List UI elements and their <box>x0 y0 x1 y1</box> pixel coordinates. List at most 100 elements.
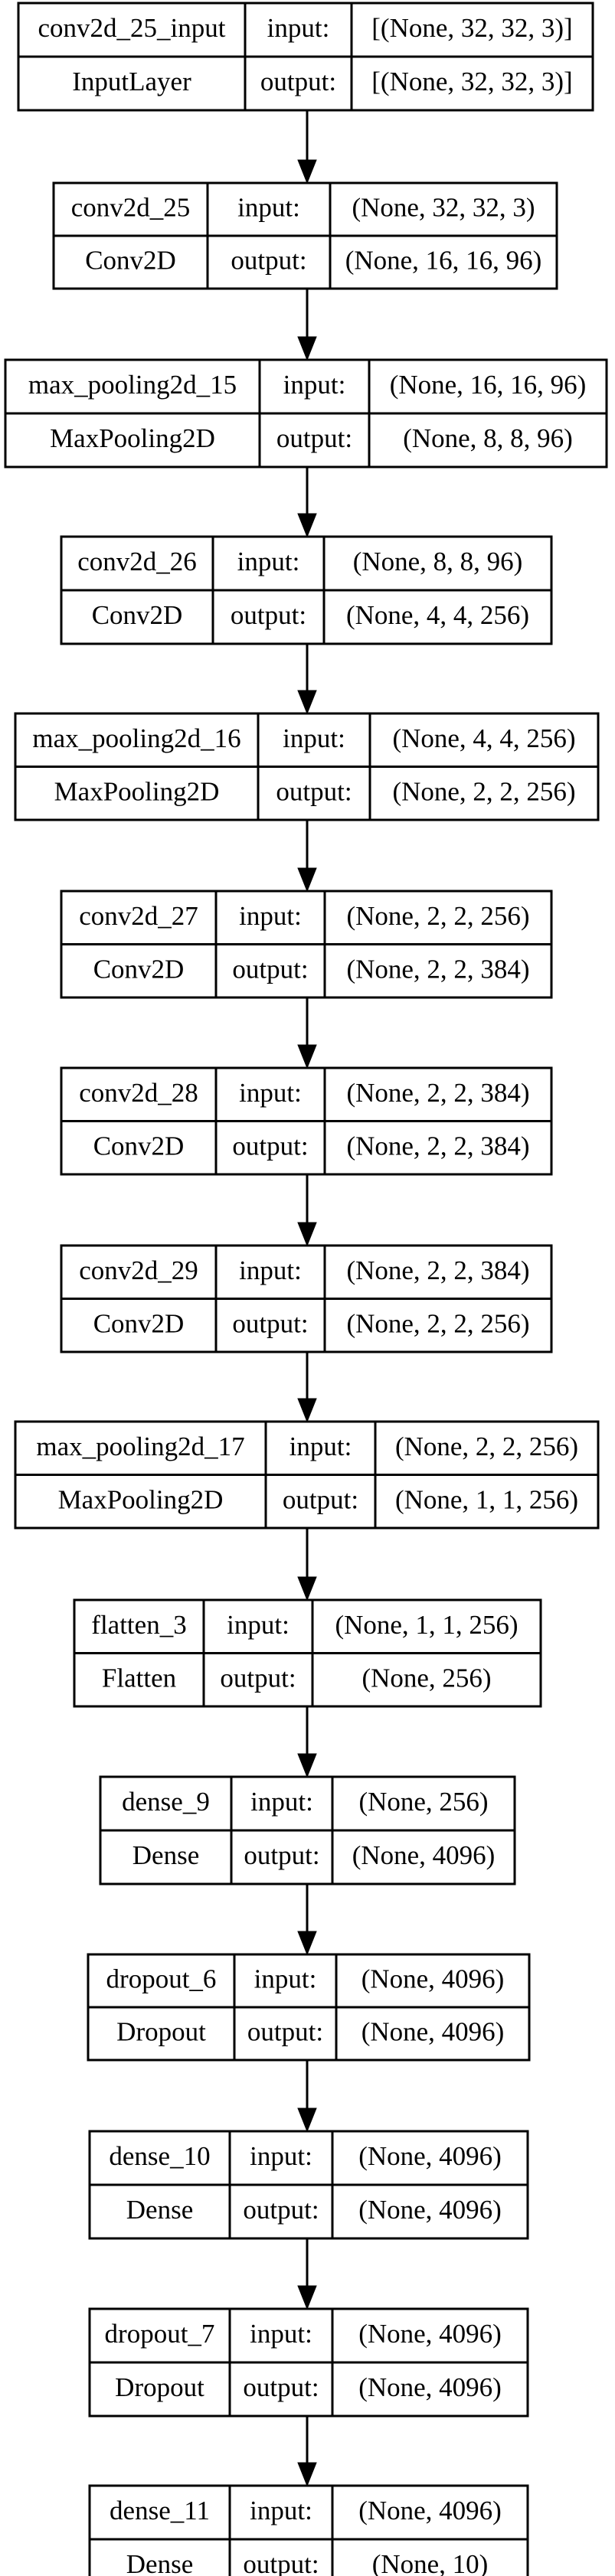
output-shape: (None, 4096) <box>358 2195 502 2225</box>
edge-arrow <box>297 820 317 893</box>
edge-arrow <box>297 467 317 538</box>
arrowhead-icon <box>297 336 317 361</box>
output-shape: (None, 4, 4, 256) <box>346 600 529 630</box>
edge-arrow <box>297 2238 317 2310</box>
output-shape: (None, 10) <box>372 2549 489 2576</box>
layer-type: Dropout <box>116 2017 206 2047</box>
input-label: input: <box>283 370 346 400</box>
edge-arrow <box>297 1528 317 1601</box>
layer-node: max_pooling2d_15MaxPooling2Dinput:output… <box>4 358 608 469</box>
layer-type: Conv2D <box>85 246 176 276</box>
layer-type: Dropout <box>115 2372 204 2402</box>
arrowhead-icon <box>297 513 317 538</box>
input-shape: (None, 4, 4, 256) <box>392 723 575 753</box>
output-shape: (None, 8, 8, 96) <box>403 423 573 453</box>
input-label: input: <box>250 2496 312 2525</box>
layer-type: Conv2D <box>93 1131 185 1161</box>
input-label: input: <box>254 1964 317 1994</box>
input-label: input: <box>283 723 345 753</box>
input-shape: (None, 2, 2, 384) <box>346 1078 529 1108</box>
output-label: output: <box>232 1131 308 1161</box>
output-label: output: <box>283 1484 358 1514</box>
input-shape: (None, 16, 16, 96) <box>390 370 587 400</box>
layer-name: conv2d_26 <box>77 547 197 576</box>
edge-arrow <box>297 2416 317 2487</box>
input-label: input: <box>237 193 300 223</box>
input-shape: [(None, 32, 32, 3)] <box>371 13 572 43</box>
input-shape: (None, 8, 8, 96) <box>353 547 523 576</box>
output-shape: [(None, 32, 32, 3)] <box>371 67 572 96</box>
arrowhead-icon <box>297 1398 317 1423</box>
arrowhead-icon <box>297 867 317 893</box>
arrowhead-icon <box>297 2285 317 2310</box>
layer-node: max_pooling2d_17MaxPooling2Dinput:output… <box>14 1420 600 1530</box>
output-shape: (None, 4096) <box>358 2372 502 2402</box>
edge-arrow <box>297 997 317 1069</box>
output-shape: (None, 2, 2, 384) <box>346 954 529 984</box>
input-label: input: <box>239 1078 302 1108</box>
edge-arrow <box>297 1174 317 1247</box>
output-label: output: <box>232 1308 308 1338</box>
input-shape: (None, 2, 2, 256) <box>395 1432 578 1461</box>
edge-arrow <box>297 1352 317 1423</box>
layer-type: Dense <box>132 1840 199 1870</box>
layer-box <box>88 2484 529 2576</box>
input-shape: (None, 4096) <box>358 2141 502 2171</box>
output-label: output: <box>231 600 306 630</box>
output-shape: (None, 16, 16, 96) <box>345 246 542 276</box>
layer-type: InputLayer <box>72 67 191 96</box>
arrowhead-icon <box>297 690 317 715</box>
layer-type: Flatten <box>102 1663 176 1693</box>
layer-name: max_pooling2d_15 <box>28 370 237 400</box>
layer-name: conv2d_25 <box>71 193 191 223</box>
layer-name: dense_10 <box>109 2141 210 2171</box>
layer-type: MaxPooling2D <box>58 1484 224 1514</box>
input-shape: (None, 32, 32, 3) <box>352 193 535 223</box>
edge-arrow <box>297 2060 317 2133</box>
output-label: output: <box>244 1840 319 1870</box>
output-label: output: <box>243 2549 319 2576</box>
input-label: input: <box>227 1610 290 1640</box>
layer-type: Dense <box>126 2549 193 2576</box>
layer-name: conv2d_25_input <box>38 13 226 43</box>
output-shape: (None, 4096) <box>352 1840 496 1870</box>
output-label: output: <box>231 246 306 276</box>
input-label: input: <box>250 2319 312 2349</box>
output-label: output: <box>247 2017 323 2047</box>
input-shape: (None, 2, 2, 384) <box>346 1255 529 1285</box>
edge-arrow <box>297 1884 317 1956</box>
arrowhead-icon <box>297 1044 317 1069</box>
output-shape: (None, 1, 1, 256) <box>395 1484 578 1514</box>
edge-arrow <box>297 644 317 715</box>
input-label: input: <box>239 1255 302 1285</box>
edge-arrow <box>297 1706 317 1778</box>
layer-node: max_pooling2d_16MaxPooling2Dinput:output… <box>14 712 600 821</box>
layer-type: Conv2D <box>93 1308 185 1338</box>
layer-node: conv2d_25_inputInputLayerinput:output:[(… <box>17 2 594 112</box>
layer-type: Conv2D <box>92 600 183 630</box>
layer-name: conv2d_27 <box>79 901 198 931</box>
arrowhead-icon <box>297 1931 317 1956</box>
input-label: input: <box>239 901 302 931</box>
input-shape: (None, 4096) <box>358 2319 502 2349</box>
layer-name: conv2d_29 <box>79 1255 198 1285</box>
arrowhead-icon <box>297 2107 317 2133</box>
output-label: output: <box>276 423 352 453</box>
input-label: input: <box>267 13 330 43</box>
output-label: output: <box>243 2372 319 2402</box>
layer-type: Conv2D <box>93 954 185 984</box>
layer-name: dense_11 <box>110 2496 210 2525</box>
layer-name: max_pooling2d_16 <box>32 723 240 753</box>
input-shape: (None, 4096) <box>361 1964 505 1994</box>
output-shape: (None, 2, 2, 256) <box>346 1308 529 1338</box>
output-shape: (None, 4096) <box>361 2017 505 2047</box>
